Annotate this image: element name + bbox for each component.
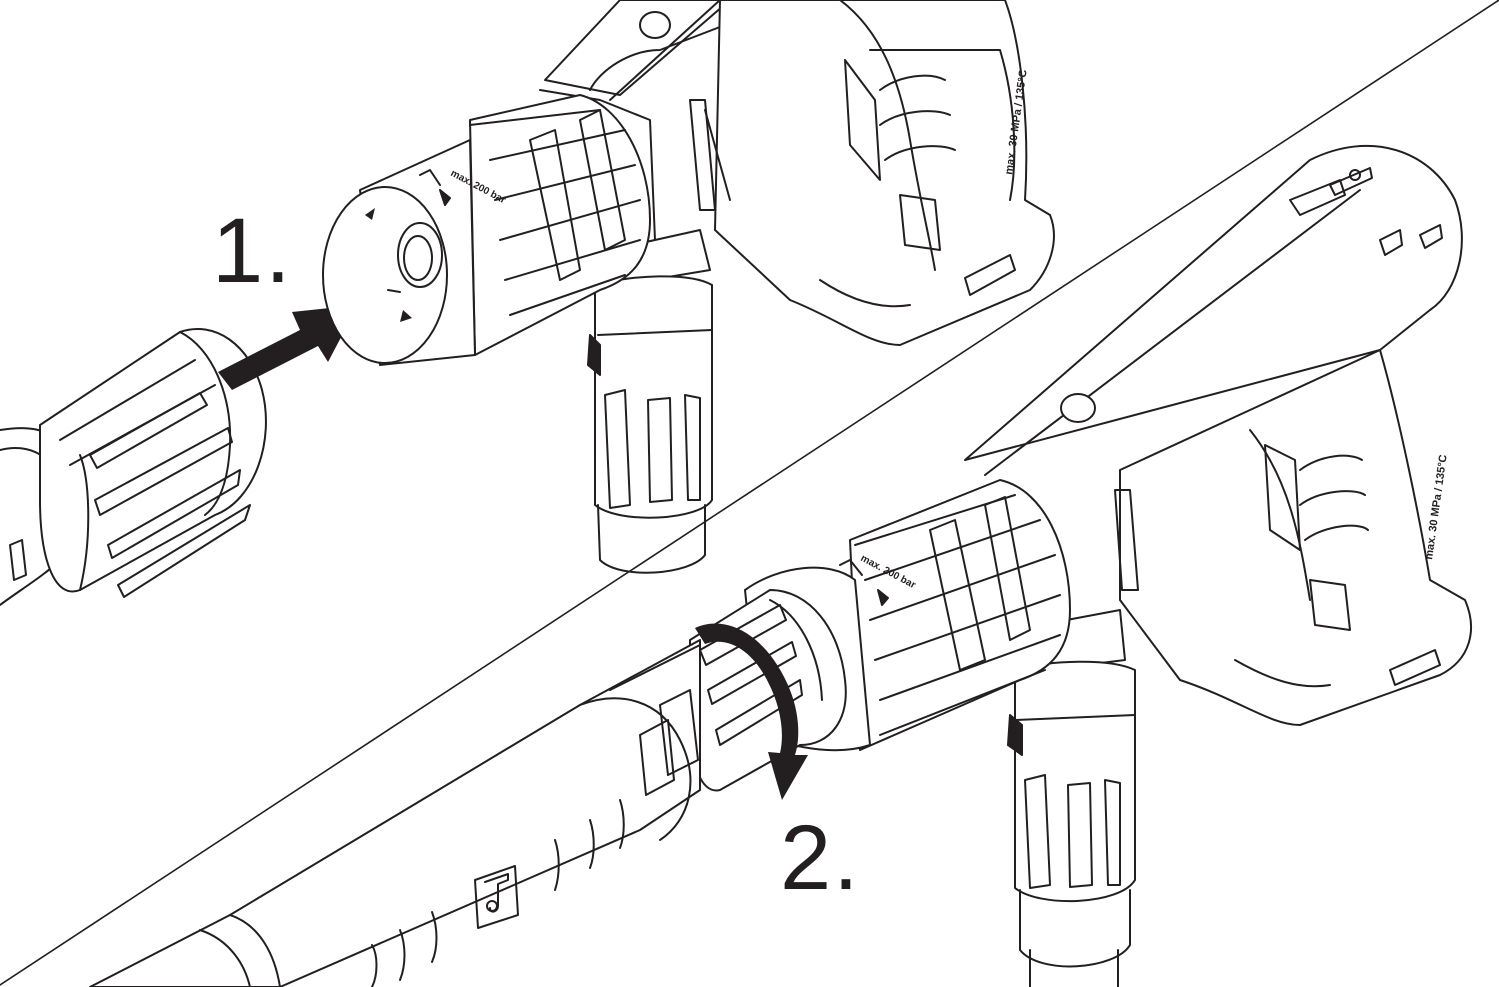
lance-end — [0, 328, 267, 606]
panel-step-2: max. 30 MPa / 135°C max. 200 bar — [89, 145, 1473, 987]
panel-step-1: max. 30 MPa / 135°C — [0, 0, 1055, 606]
step-2-label: 2. — [780, 807, 861, 909]
arrow-right-icon — [218, 305, 358, 390]
lance-body — [89, 639, 701, 987]
step-1-label: 1. — [212, 200, 293, 302]
spray-gun-top: max. 30 MPa / 135°C — [322, 0, 1055, 574]
rating-text-bottom: max. 30 MPa / 135°C — [1423, 454, 1450, 561]
spray-gun-bottom: max. 30 MPa / 135°C max. 200 bar — [689, 145, 1473, 987]
curved-arrow-clockwise-icon — [695, 623, 808, 800]
